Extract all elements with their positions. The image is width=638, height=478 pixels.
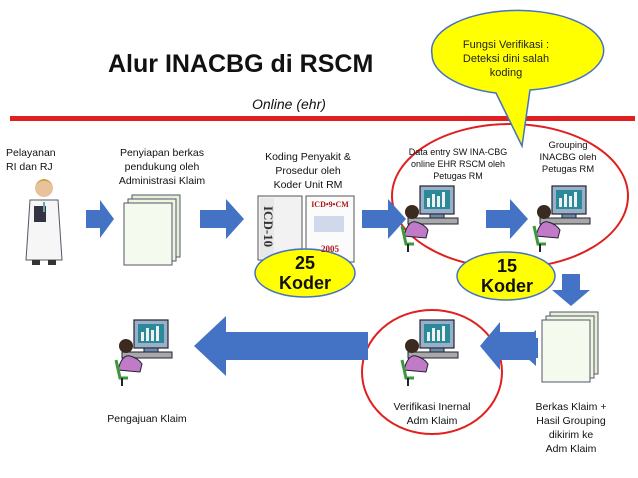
icd10-book xyxy=(257,195,303,261)
callout-line: Deteksi dini salah xyxy=(462,53,550,65)
caption-data-entry: Data entry SW INA-CBG online EHR RSCM ol… xyxy=(398,146,518,182)
caption-pelayanan: Pelayanan RI dan RJ xyxy=(6,146,86,174)
caption-line: Koder Unit RM xyxy=(273,179,343,191)
callout-line: koding xyxy=(489,67,523,79)
caption-line: online EHR RSCM oleh xyxy=(410,159,506,169)
caption-line: INACBG oleh xyxy=(539,152,597,163)
caption-line: dikirim ke xyxy=(548,429,594,441)
red-divider xyxy=(10,116,635,121)
caption-penyiapan: Penyiapan berkas pendukung oleh Administ… xyxy=(104,146,220,188)
caption-line: Hasil Grouping xyxy=(536,415,606,427)
caption-berkas-klaim: Berkas Klaim + Hasil Grouping dikirim ke… xyxy=(516,400,626,456)
koder-label: Koder xyxy=(278,273,331,293)
koder-number: 15 xyxy=(496,256,518,276)
koder-label: Koder xyxy=(480,276,533,296)
caption-line: Administrasi Klaim xyxy=(118,175,206,187)
caption-line: Penyiapan berkas xyxy=(119,147,205,159)
caption-line: Pelayanan xyxy=(6,147,56,159)
diagram-title: Alur INACBG di RSCM xyxy=(108,50,374,78)
caption-line: Data entry SW INA-CBG xyxy=(408,147,508,157)
caption-line: Berkas Klaim + xyxy=(535,401,607,413)
caption-line: pendukung oleh xyxy=(124,161,200,173)
caption-pengajuan: Pengajuan Klaim xyxy=(92,412,202,426)
caption-line: Grouping xyxy=(548,140,588,151)
online-label: Online (ehr) xyxy=(252,96,326,112)
caption-line: Pengajuan Klaim xyxy=(107,413,187,425)
caption-line: Prosedur oleh xyxy=(275,165,341,177)
koder-badge-15: 15 Koder xyxy=(458,256,556,296)
caption-verifikasi: Verifikasi Inernal Adm Klaim xyxy=(374,400,490,428)
book-year: 2005 xyxy=(321,244,339,254)
icd9-label: ICD•9•CM xyxy=(311,200,349,209)
caption-line: Adm Klaim xyxy=(406,415,458,427)
caption-line: Adm Klaim xyxy=(545,443,597,455)
doctor-figure xyxy=(25,179,63,265)
caption-line: Petugas RM xyxy=(541,164,595,175)
caption-line: RI dan RJ xyxy=(6,161,53,173)
caption-line: Verifikasi Inernal xyxy=(393,401,471,413)
callout-line: Fungsi Verifikasi : xyxy=(462,39,550,51)
callout-text: Fungsi Verifikasi : Deteksi dini salah k… xyxy=(446,38,566,80)
caption-line: Koding Penyakit & xyxy=(265,151,351,163)
caption-grouping: Grouping INACBG oleh Petugas RM xyxy=(528,140,608,176)
caption-line: Petugas RM xyxy=(433,171,483,181)
koder-number: 25 xyxy=(294,253,316,273)
caption-koding: Koding Penyakit & Prosedur oleh Koder Un… xyxy=(248,150,368,192)
koder-badge-25: 25 Koder xyxy=(256,253,354,293)
